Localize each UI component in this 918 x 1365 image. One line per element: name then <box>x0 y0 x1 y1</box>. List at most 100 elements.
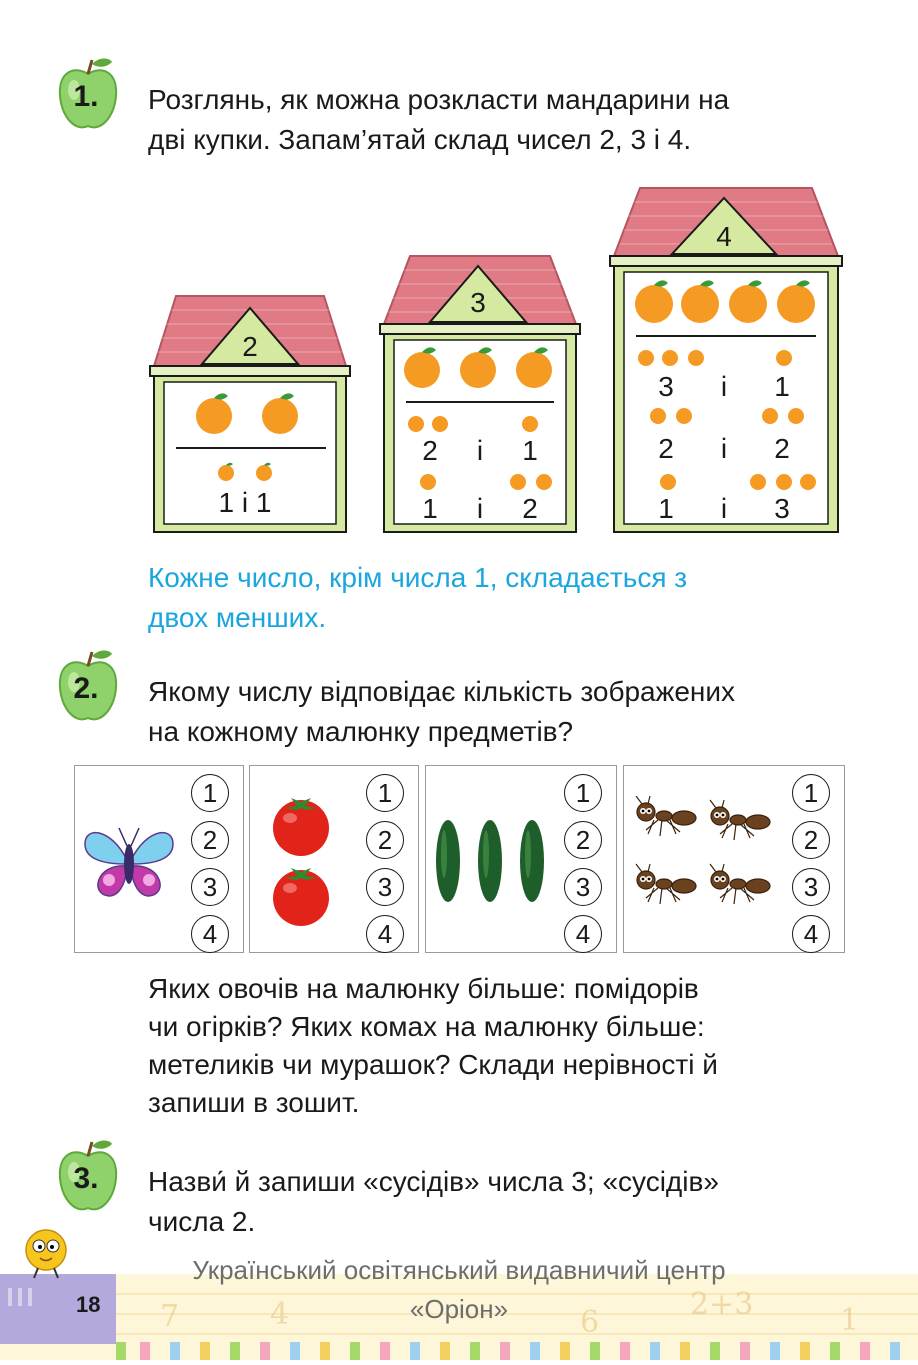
task-2-text: Якому числу відповідає кількість зображе… <box>148 672 844 752</box>
house-number: 3 <box>470 287 486 318</box>
apple-icon <box>58 1140 118 1211</box>
house-row-left: 1 <box>658 493 674 524</box>
house-row-right: 2 <box>522 493 538 524</box>
publisher-name: Український освітянський видавничий цент… <box>192 1255 726 1285</box>
orange-icon <box>432 416 448 432</box>
task-2-line-2: на кожному малюнку предметів? <box>148 716 574 747</box>
orange-icon <box>408 416 424 432</box>
house-row-text: 1 і 1 <box>219 487 272 518</box>
rule-line-2: двох менших. <box>148 602 327 633</box>
task-1-text: Розглянь, як можна розкласти мандарини н… <box>148 80 844 160</box>
rule-text: Кожне число, крім числа 1, складається з… <box>148 558 844 638</box>
house-row-left: 1 <box>422 493 438 524</box>
answer-option-3[interactable]: 3 <box>792 868 830 906</box>
ant-icon <box>635 796 771 905</box>
answer-options: 1 2 3 4 <box>792 774 832 962</box>
answer-option-3[interactable]: 3 <box>366 868 404 906</box>
question-line-2: чи огірків? Яких комах на малюнку більше… <box>148 1011 705 1042</box>
mascot-icon <box>25 1229 67 1279</box>
house-row-right: 2 <box>774 433 790 464</box>
task-3-line-2: числа 2. <box>148 1206 256 1237</box>
house-row-right: 1 <box>522 435 538 466</box>
orange-icon <box>262 393 298 434</box>
orange-icon <box>650 408 804 424</box>
orange-icon <box>777 280 815 323</box>
orange-icon <box>218 462 234 481</box>
answer-option-1[interactable]: 1 <box>792 774 830 812</box>
task-1-line-2: дві купки. Запам’ятай склад чисел 2, 3 і… <box>148 124 692 155</box>
answer-option-4[interactable]: 4 <box>191 915 229 953</box>
task-2-questions: Яких овочів на малюнку більше: помідорів… <box>148 970 844 1122</box>
house-row-mid: і <box>721 433 727 464</box>
svg-text:2+3: 2+3 <box>690 1287 753 1322</box>
answer-options: 1 2 3 4 <box>564 774 604 962</box>
task-number: 2. <box>73 672 99 705</box>
picture-panel-tomatoes: 1 2 3 4 <box>249 765 419 953</box>
house-row-right: 1 <box>774 371 790 402</box>
answer-options: 1 2 3 4 <box>191 774 231 962</box>
cucumber-icon <box>436 820 544 902</box>
orange-icon <box>516 347 552 388</box>
answer-options: 1 2 3 4 <box>366 774 406 962</box>
orange-icon <box>635 280 673 323</box>
answer-option-4[interactable]: 4 <box>366 915 404 953</box>
house-row-mid: і <box>477 435 483 466</box>
orange-icon <box>681 280 719 323</box>
house-row-mid: і <box>477 493 483 524</box>
answer-option-1[interactable]: 1 <box>366 774 404 812</box>
footer-decoration: 7 4 6 2+3 1 <box>0 1287 918 1360</box>
svg-text:7: 7 <box>160 1299 179 1334</box>
question-line-1: Яких овочів на малюнку більше: помідорів <box>148 973 699 1004</box>
task-3-line-1: Назви́ й запиши «сусідів» числа 3; «сусі… <box>148 1166 719 1197</box>
task-3-apple-badge: 3. <box>56 1138 120 1214</box>
svg-text:6: 6 <box>580 1305 599 1340</box>
tomato-icon <box>273 868 329 926</box>
answer-option-2[interactable]: 2 <box>191 821 229 859</box>
house-2: 2 1 і 1 <box>148 290 352 541</box>
apple-icon <box>58 58 118 129</box>
page-number: 18 <box>76 1292 101 1317</box>
answer-option-2[interactable]: 2 <box>366 821 404 859</box>
orange-icon <box>460 347 496 388</box>
task-3-text: Назви́ й запиши «сусідів» числа 3; «сусі… <box>148 1162 844 1242</box>
orange-icon <box>256 462 272 481</box>
rule-line-1: Кожне число, крім числа 1, складається з <box>148 562 688 593</box>
orange-icon <box>510 474 526 490</box>
orange-icon <box>196 393 232 434</box>
question-line-3: метеликів чи мурашок? Склади нерівності … <box>148 1049 718 1080</box>
orange-icon <box>420 474 436 490</box>
orange-icon <box>638 350 792 366</box>
question-line-4: запиши в зошит. <box>148 1087 360 1118</box>
answer-option-3[interactable]: 3 <box>564 868 602 906</box>
tomato-icon <box>273 798 329 856</box>
answer-option-4[interactable]: 4 <box>564 915 602 953</box>
answer-option-2[interactable]: 2 <box>564 821 602 859</box>
orange-icon <box>729 280 767 323</box>
svg-text:4: 4 <box>270 1297 289 1332</box>
house-3: 3 2 і 1 1 і 2 <box>378 250 582 541</box>
answer-option-1[interactable]: 1 <box>191 774 229 812</box>
footer-band: 7 4 6 2+3 1 <box>0 1274 918 1360</box>
orange-icon <box>536 474 552 490</box>
house-number: 2 <box>242 331 258 362</box>
orange-icon <box>404 347 440 388</box>
svg-text:1: 1 <box>840 1303 859 1338</box>
answer-option-2[interactable]: 2 <box>792 821 830 859</box>
house-4: 4 3 і 1 2 і 2 1 і 3 <box>608 184 844 541</box>
task-2-apple-badge: 2. <box>56 648 120 724</box>
task-1-line-1: Розглянь, як можна розкласти мандарини н… <box>148 84 730 115</box>
picture-panel-butterfly: 1 2 3 4 <box>74 765 244 953</box>
house-row-right: 3 <box>774 493 790 524</box>
orange-icon <box>522 416 538 432</box>
house-row-mid: і <box>721 371 727 402</box>
picture-panel-cucumbers: 1 2 3 4 <box>425 765 617 953</box>
answer-option-3[interactable]: 3 <box>191 868 229 906</box>
answer-option-4[interactable]: 4 <box>792 915 830 953</box>
house-row-left: 2 <box>658 433 674 464</box>
task-1-apple-badge: 1. <box>56 56 120 132</box>
publisher-brand: «Оріон» <box>409 1294 509 1324</box>
task-2-line-1: Якому числу відповідає кількість зображе… <box>148 676 736 707</box>
orange-icon <box>660 474 816 490</box>
page-tab <box>0 1274 116 1344</box>
answer-option-1[interactable]: 1 <box>564 774 602 812</box>
